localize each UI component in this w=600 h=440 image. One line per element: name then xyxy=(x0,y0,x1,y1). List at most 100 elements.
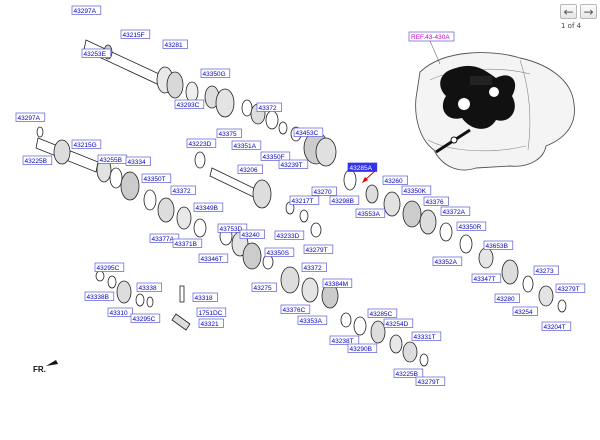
part-label-43295c[interactable]: 43295C xyxy=(94,262,125,272)
part-label-43295c[interactable]: 43295C xyxy=(130,313,161,323)
part-label-43297a[interactable]: 43297A xyxy=(71,5,102,15)
svg-text:43215G: 43215G xyxy=(74,142,97,149)
part-label-43275[interactable]: 43275 xyxy=(251,282,277,292)
part-label-43377a[interactable]: 43377A xyxy=(149,233,180,243)
part-label-43376[interactable]: 43376 xyxy=(423,196,449,206)
part-label-43347t[interactable]: 43347T xyxy=(471,273,502,283)
part-label-43453c[interactable]: 43453C xyxy=(293,127,324,137)
output-shaft xyxy=(35,126,207,238)
previous-page-button[interactable]: ← xyxy=(560,4,577,19)
part-label-43223d[interactable]: 43223D xyxy=(186,138,217,148)
svg-text:43223D: 43223D xyxy=(189,141,212,148)
svg-text:43347T: 43347T xyxy=(474,276,496,283)
arrow-left-icon: ← xyxy=(563,4,574,19)
part-label-43253e[interactable]: 43253E xyxy=(81,48,112,58)
part-label-43225b[interactable]: 43225B xyxy=(393,368,424,378)
part-label-43352a[interactable]: 43352A xyxy=(432,256,463,266)
svg-text:43338B: 43338B xyxy=(87,294,109,301)
svg-text:43295C: 43295C xyxy=(97,265,120,272)
svg-text:43346T: 43346T xyxy=(201,256,223,263)
svg-text:43253E: 43253E xyxy=(84,51,107,58)
part-label-43350g[interactable]: 43350G xyxy=(200,68,231,78)
part-label-43293c[interactable]: 43293C xyxy=(174,99,205,109)
part-label-43350f[interactable]: 43350F xyxy=(260,151,291,161)
part-label-43372a[interactable]: 43372A xyxy=(440,206,471,216)
part-label-43384m[interactable]: 43384M xyxy=(322,278,353,288)
svg-text:43215F: 43215F xyxy=(123,32,145,39)
part-label-43349b[interactable]: 43349B xyxy=(193,202,224,212)
part-label-43254d[interactable]: 43254D xyxy=(383,318,414,328)
part-label-43351a[interactable]: 43351A xyxy=(231,140,262,150)
part-label-43350t[interactable]: 43350T xyxy=(141,173,172,183)
part-label-43372[interactable]: 43372 xyxy=(256,102,282,112)
part-label-43318[interactable]: 43318 xyxy=(192,292,218,302)
part-label-43375[interactable]: 43375 xyxy=(216,128,242,138)
svg-text:43375: 43375 xyxy=(219,131,237,138)
part-label-43285c[interactable]: 43285C xyxy=(367,308,398,318)
part-label-43255b[interactable]: 43255B xyxy=(97,154,128,164)
part-label-43279t[interactable]: 43279T xyxy=(415,376,446,386)
part-label-43353a[interactable]: 43353A xyxy=(297,315,328,325)
reference-label[interactable]: REF.43-430A xyxy=(408,31,455,42)
part-label-43297a[interactable]: 43297A xyxy=(15,112,46,122)
svg-text:43377A: 43377A xyxy=(152,236,175,243)
svg-text:43321: 43321 xyxy=(201,321,219,328)
part-label-43371b[interactable]: 43371B xyxy=(172,238,203,248)
part-label-43285a[interactable]: 43285A xyxy=(347,162,378,172)
svg-text:43204T: 43204T xyxy=(544,324,566,331)
part-label-43372[interactable]: 43372 xyxy=(301,262,327,272)
part-label-1751dc[interactable]: 1751DC xyxy=(196,307,227,317)
part-label-43753d[interactable]: 43753D xyxy=(217,223,248,233)
next-page-button[interactable]: → xyxy=(580,4,597,19)
svg-text:43239T: 43239T xyxy=(281,162,303,169)
part-label-43280[interactable]: 43280 xyxy=(494,293,520,303)
part-label-43321[interactable]: 43321 xyxy=(198,318,224,328)
svg-text:43350G: 43350G xyxy=(203,71,226,78)
part-label-43553a[interactable]: 43553A xyxy=(355,208,386,218)
second-row-gears xyxy=(285,169,567,313)
part-label-43279t[interactable]: 43279T xyxy=(303,244,334,254)
part-label-43254[interactable]: 43254 xyxy=(512,306,538,316)
svg-text:43384M: 43384M xyxy=(325,281,349,288)
part-label-43290b[interactable]: 43290B xyxy=(347,343,378,353)
part-label-43238t[interactable]: 43238T xyxy=(329,335,360,345)
part-label-43338[interactable]: 43338 xyxy=(136,282,162,292)
part-label-43334[interactable]: 43334 xyxy=(125,156,151,166)
svg-text:43279T: 43279T xyxy=(418,379,440,386)
svg-text:43338: 43338 xyxy=(139,285,157,292)
part-label-43350s[interactable]: 43350S xyxy=(264,247,295,257)
part-label-43225b[interactable]: 43225B xyxy=(22,155,53,165)
part-label-43376c[interactable]: 43376C xyxy=(280,304,311,314)
part-label-43653b[interactable]: 43653B xyxy=(483,240,514,250)
part-label-43273[interactable]: 43273 xyxy=(533,265,559,275)
part-label-43331t[interactable]: 43331T xyxy=(411,331,442,341)
part-label-layer: 43297A 43215F 43253E 43281 43350G 43293C 43372… xyxy=(15,5,586,386)
part-label-43310[interactable]: 43310 xyxy=(107,307,133,317)
svg-text:43372: 43372 xyxy=(259,105,277,112)
svg-text:43553A: 43553A xyxy=(358,211,381,218)
part-label-43298b[interactable]: 43298B xyxy=(329,195,360,205)
svg-text:43275: 43275 xyxy=(254,285,272,292)
part-label-43350r[interactable]: 43350R xyxy=(456,221,487,231)
part-label-43350k[interactable]: 43350K xyxy=(401,185,432,195)
part-label-43204t[interactable]: 43204T xyxy=(541,321,572,331)
part-label-43338b[interactable]: 43338B xyxy=(84,291,115,301)
part-label-43270[interactable]: 43270 xyxy=(311,186,337,196)
svg-text:43350T: 43350T xyxy=(144,176,166,183)
part-label-43215g[interactable]: 43215G xyxy=(71,139,102,149)
svg-text:43350F: 43350F xyxy=(263,154,285,161)
part-label-43281[interactable]: 43281 xyxy=(162,39,188,49)
svg-text:43285A: 43285A xyxy=(350,165,373,172)
part-label-43240[interactable]: 43240 xyxy=(239,229,265,239)
part-label-43346t[interactable]: 43346T xyxy=(198,253,229,263)
part-label-43279t[interactable]: 43279T xyxy=(555,283,586,293)
part-label-43260[interactable]: 43260 xyxy=(382,175,408,185)
reverse-idler-group xyxy=(95,270,191,331)
part-label-43233d[interactable]: 43233D xyxy=(274,230,305,240)
part-label-43206[interactable]: 43206 xyxy=(237,164,263,174)
part-label-43372[interactable]: 43372 xyxy=(170,185,196,195)
part-label-43217t[interactable]: 43217T xyxy=(289,195,320,205)
part-label-43215f[interactable]: 43215F xyxy=(120,29,151,39)
part-label-43239t[interactable]: 43239T xyxy=(278,159,309,169)
